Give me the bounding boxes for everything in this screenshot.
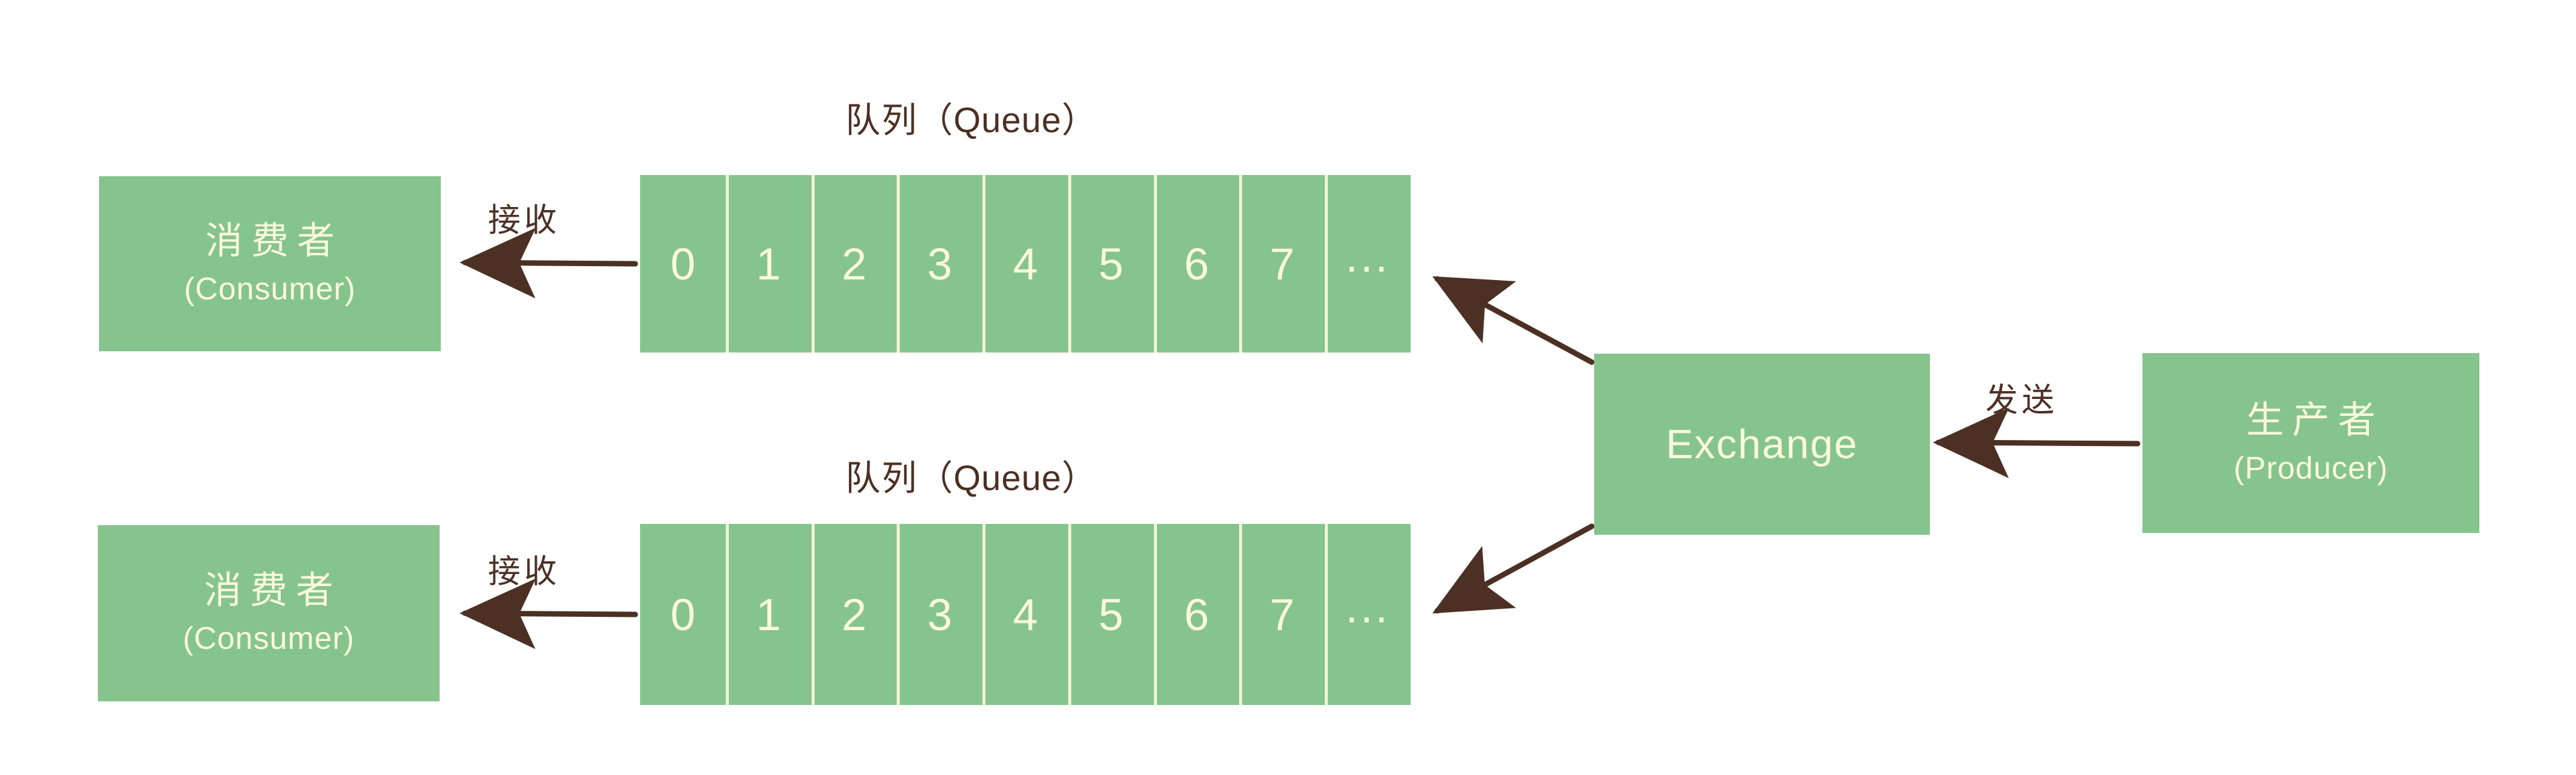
consumer-label-en-top: (Consumer) <box>184 271 356 307</box>
queue-cell[interactable]: 0 <box>670 589 696 640</box>
consumer-label-cn-top: 消费者 <box>205 218 343 263</box>
queue-caption-top-en: （Queue） <box>918 101 1098 140</box>
queue-cell[interactable]: 3 <box>897 175 982 352</box>
exchange-box[interactable]: Exchange <box>1594 354 1930 535</box>
queue-cell[interactable]: 4 <box>982 524 1068 705</box>
queue-caption-bottom: 队列（Queue） <box>845 450 1097 500</box>
edge-label-receive-bottom: 接收 <box>488 552 560 590</box>
queue-cell[interactable]: 3 <box>897 524 982 705</box>
arrow-producer-to-exchange <box>1933 407 2141 479</box>
edge-label-send: 发送 <box>1985 381 2058 419</box>
queue-cell[interactable]: 5 <box>1068 175 1154 352</box>
queue-cell[interactable]: 2 <box>811 175 897 352</box>
queue-cell[interactable]: 1 <box>725 175 812 352</box>
consumer-label-cn-bottom: 消费者 <box>203 567 342 612</box>
queue-caption-bottom-cn: 队列 <box>845 458 918 499</box>
consumer-box-top[interactable]: 消费者 (Consumer) <box>99 176 441 351</box>
queue-cell[interactable]: 7 <box>1239 175 1325 352</box>
queue-cell[interactable]: 2 <box>811 524 897 705</box>
consumer-label-en-bottom: (Consumer) <box>182 620 355 656</box>
queue-cell[interactable]: 0 <box>670 238 696 289</box>
exchange-label: Exchange <box>1665 421 1859 467</box>
queue-caption-top-cn: 队列 <box>845 100 918 141</box>
consumer-box-bottom[interactable]: 消费者 (Consumer) <box>98 525 440 701</box>
queue-cell[interactable]: 1 <box>725 524 812 705</box>
queue-cell[interactable]: 7 <box>1239 524 1325 705</box>
edge-label-receive-top: 接收 <box>488 201 560 239</box>
queue-caption-top: 队列（Queue） <box>845 92 1097 142</box>
arrow-exchange-to-queue-bottom <box>1432 523 1595 614</box>
queue-cell[interactable]: 4 <box>982 175 1068 352</box>
queue-cell[interactable]: 6 <box>1153 175 1240 352</box>
queue-cell[interactable]: ... <box>1325 175 1411 352</box>
queue-cell[interactable]: 6 <box>1153 524 1240 705</box>
queue-caption-bottom-en: （Queue） <box>918 459 1098 498</box>
arrow-exchange-to-queue-top <box>1432 276 1595 365</box>
queue-cell[interactable]: 5 <box>1068 524 1154 705</box>
arrow-queue-to-consumer-bottom <box>460 578 638 649</box>
arrow-queue-to-consumer-top <box>460 228 638 299</box>
producer-label-cn: 生产者 <box>2246 397 2384 442</box>
queue-cell[interactable]: ... <box>1325 524 1411 705</box>
producer-box[interactable]: 生产者 (Producer) <box>2142 353 2479 533</box>
producer-label-en: (Producer) <box>2234 450 2388 486</box>
